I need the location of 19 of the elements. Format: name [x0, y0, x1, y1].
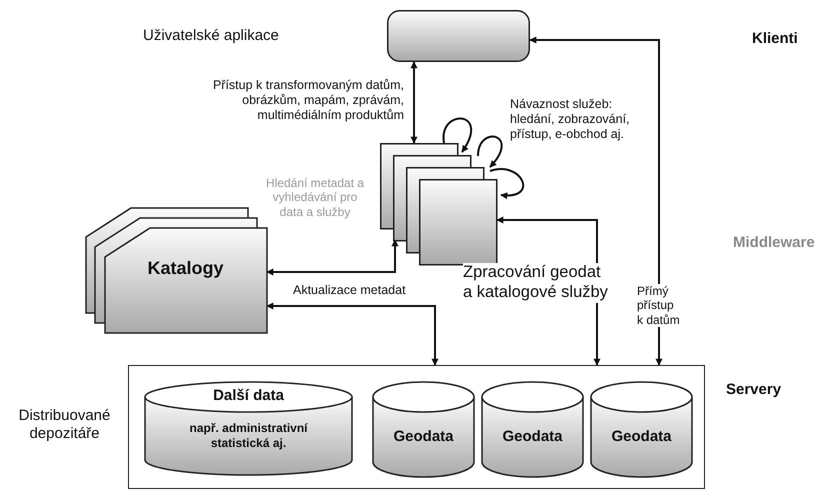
- database-title: Geodata: [392, 428, 454, 447]
- arrow: [266, 302, 438, 366]
- loop-arrow: [490, 168, 524, 199]
- database-title: Geodata: [501, 428, 564, 447]
- arrow: [266, 239, 398, 276]
- database-title: Další data: [212, 387, 285, 406]
- loop-arrow: [477, 136, 503, 168]
- tier-label: Servery: [726, 381, 782, 399]
- arrow: [529, 36, 662, 366]
- note-text: Návaznost služeb: hledání, zobrazování, přístup, e-obchod aj.: [510, 97, 631, 142]
- database-description: např. administrativní statistická aj.: [188, 421, 309, 451]
- database-title: Geodata: [610, 428, 672, 447]
- stack-title: Katalogy: [146, 257, 225, 280]
- tier-label: Middleware: [733, 234, 815, 252]
- tier-label: Klienti: [752, 30, 798, 48]
- component-label: Uživatelské aplikace: [143, 27, 279, 45]
- arrow: [410, 61, 418, 144]
- loop-arrow: [442, 118, 472, 153]
- node-heading: Distribuované depozitáře: [18, 407, 112, 443]
